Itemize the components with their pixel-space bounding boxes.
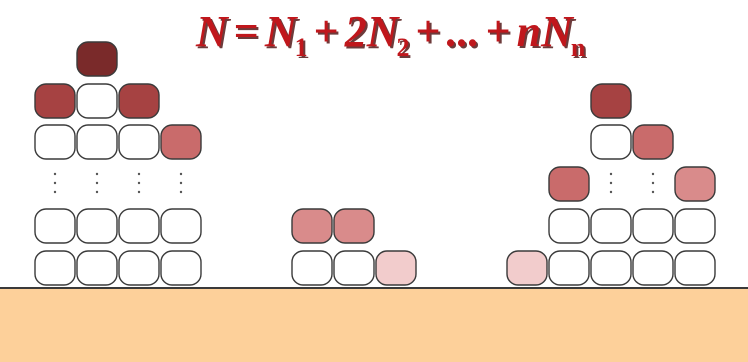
- atom-level-5: [77, 42, 117, 76]
- atom: [35, 125, 75, 159]
- atom-level-3: [633, 125, 673, 159]
- continuation-dot: [54, 173, 56, 175]
- continuation-dot: [138, 173, 140, 175]
- stack-middle: [292, 209, 416, 285]
- continuation-dot: [610, 173, 612, 175]
- atom: [633, 209, 673, 243]
- formula-n1: N: [265, 4, 297, 60]
- continuation-dot: [652, 173, 654, 175]
- continuation-dot: [96, 182, 98, 184]
- formula-sub-n: n: [571, 20, 585, 76]
- atom: [591, 209, 631, 243]
- atom: [675, 209, 715, 243]
- atom: [334, 251, 374, 285]
- atom: [77, 209, 117, 243]
- continuation-dot: [610, 182, 612, 184]
- formula-nn: N: [541, 4, 573, 60]
- atom: [35, 251, 75, 285]
- formula-n2: N: [367, 4, 399, 60]
- continuation-dot: [54, 182, 56, 184]
- atom: [119, 125, 159, 159]
- atom: [591, 125, 631, 159]
- atom-level-3: [549, 167, 589, 201]
- atom-level-3: [161, 125, 201, 159]
- atom-level-1: [507, 251, 547, 285]
- formula-plus-2: +: [416, 4, 441, 60]
- formula-plus-3: +: [486, 4, 511, 60]
- formula-sub-1: 1: [295, 20, 308, 76]
- atom: [633, 251, 673, 285]
- atom-level-2: [675, 167, 715, 201]
- continuation-dot: [96, 191, 98, 193]
- formula-equals: =: [234, 4, 259, 60]
- atom: [77, 125, 117, 159]
- atom-level-4: [119, 84, 159, 118]
- continuation-dot: [96, 173, 98, 175]
- stack-left: [35, 42, 201, 285]
- atom-level-2: [334, 209, 374, 243]
- atom: [119, 209, 159, 243]
- continuation-dot: [180, 182, 182, 184]
- continuation-dot: [180, 191, 182, 193]
- continuation-dot: [54, 191, 56, 193]
- atom: [549, 251, 589, 285]
- formula-plus-1: +: [314, 4, 339, 60]
- continuation-dot: [652, 182, 654, 184]
- atom: [161, 251, 201, 285]
- continuation-dot: [652, 191, 654, 193]
- atom: [77, 84, 117, 118]
- atom: [119, 251, 159, 285]
- formula-ellipsis: ...: [447, 4, 480, 60]
- cluster-count-formula: N=N1+2N2+...+nNn: [196, 4, 585, 60]
- atom: [675, 251, 715, 285]
- atom-level-4: [35, 84, 75, 118]
- continuation-dot: [610, 191, 612, 193]
- atom: [35, 209, 75, 243]
- atom-level-1: [376, 251, 416, 285]
- formula-total-n: N: [196, 4, 228, 60]
- substrate: [0, 288, 748, 362]
- stack-right: [507, 84, 715, 285]
- formula-coef-n: n: [517, 4, 541, 60]
- formula-sub-2: 2: [397, 20, 410, 76]
- atom-level-2: [292, 209, 332, 243]
- formula-coef-2: 2: [345, 4, 367, 60]
- atom: [292, 251, 332, 285]
- atom-level-4: [591, 84, 631, 118]
- atom: [549, 209, 589, 243]
- continuation-dot: [180, 173, 182, 175]
- continuation-dot: [138, 191, 140, 193]
- atom: [591, 251, 631, 285]
- continuation-dot: [138, 182, 140, 184]
- atom: [161, 209, 201, 243]
- atom: [77, 251, 117, 285]
